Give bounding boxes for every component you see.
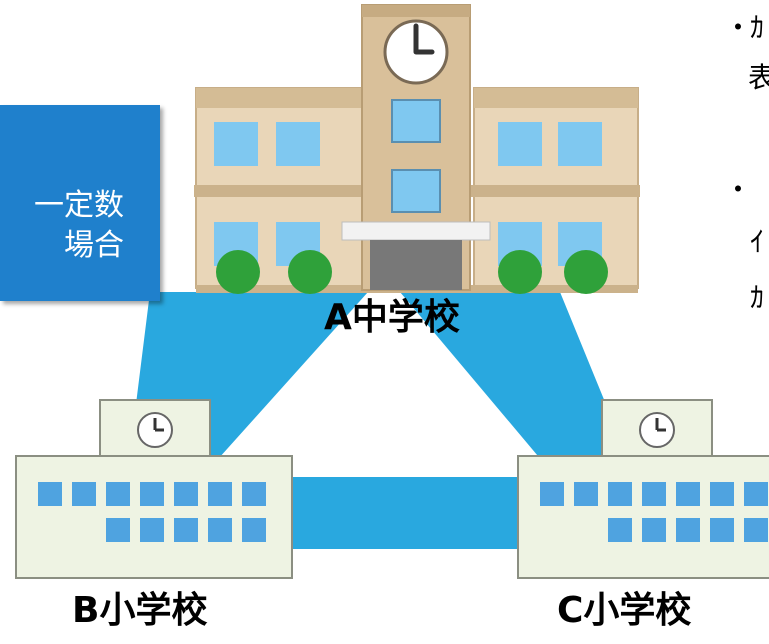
connector-a-c bbox=[400, 292, 632, 468]
callout-line-1: 一定数 bbox=[34, 188, 124, 223]
school-label-c: C小学校 bbox=[557, 590, 692, 631]
bullet-1-sub: 表 bbox=[748, 61, 769, 94]
tree-icon bbox=[288, 250, 332, 294]
callout-line-2: 場合 bbox=[64, 228, 124, 263]
bullet-1-char: ｶ bbox=[750, 11, 765, 44]
school-building-icon bbox=[517, 399, 769, 579]
school-building-icon bbox=[15, 399, 293, 579]
callout-box: 一定数 場合 bbox=[0, 105, 160, 301]
school-label-a: A中学校 bbox=[324, 297, 460, 338]
tree-icon bbox=[216, 250, 260, 294]
bullet-2-sub-2: ｶ bbox=[750, 281, 765, 314]
tree-icon bbox=[498, 250, 542, 294]
connector-b-c bbox=[290, 477, 530, 549]
school-label-b: B小学校 bbox=[72, 590, 208, 631]
bullet-2-sub-1: ｲ bbox=[750, 225, 765, 258]
bullet-2-mark: ・ bbox=[724, 173, 753, 206]
school-building-icon bbox=[194, 4, 640, 294]
bullet-1-mark: ・ bbox=[724, 11, 753, 44]
tree-icon bbox=[564, 250, 608, 294]
